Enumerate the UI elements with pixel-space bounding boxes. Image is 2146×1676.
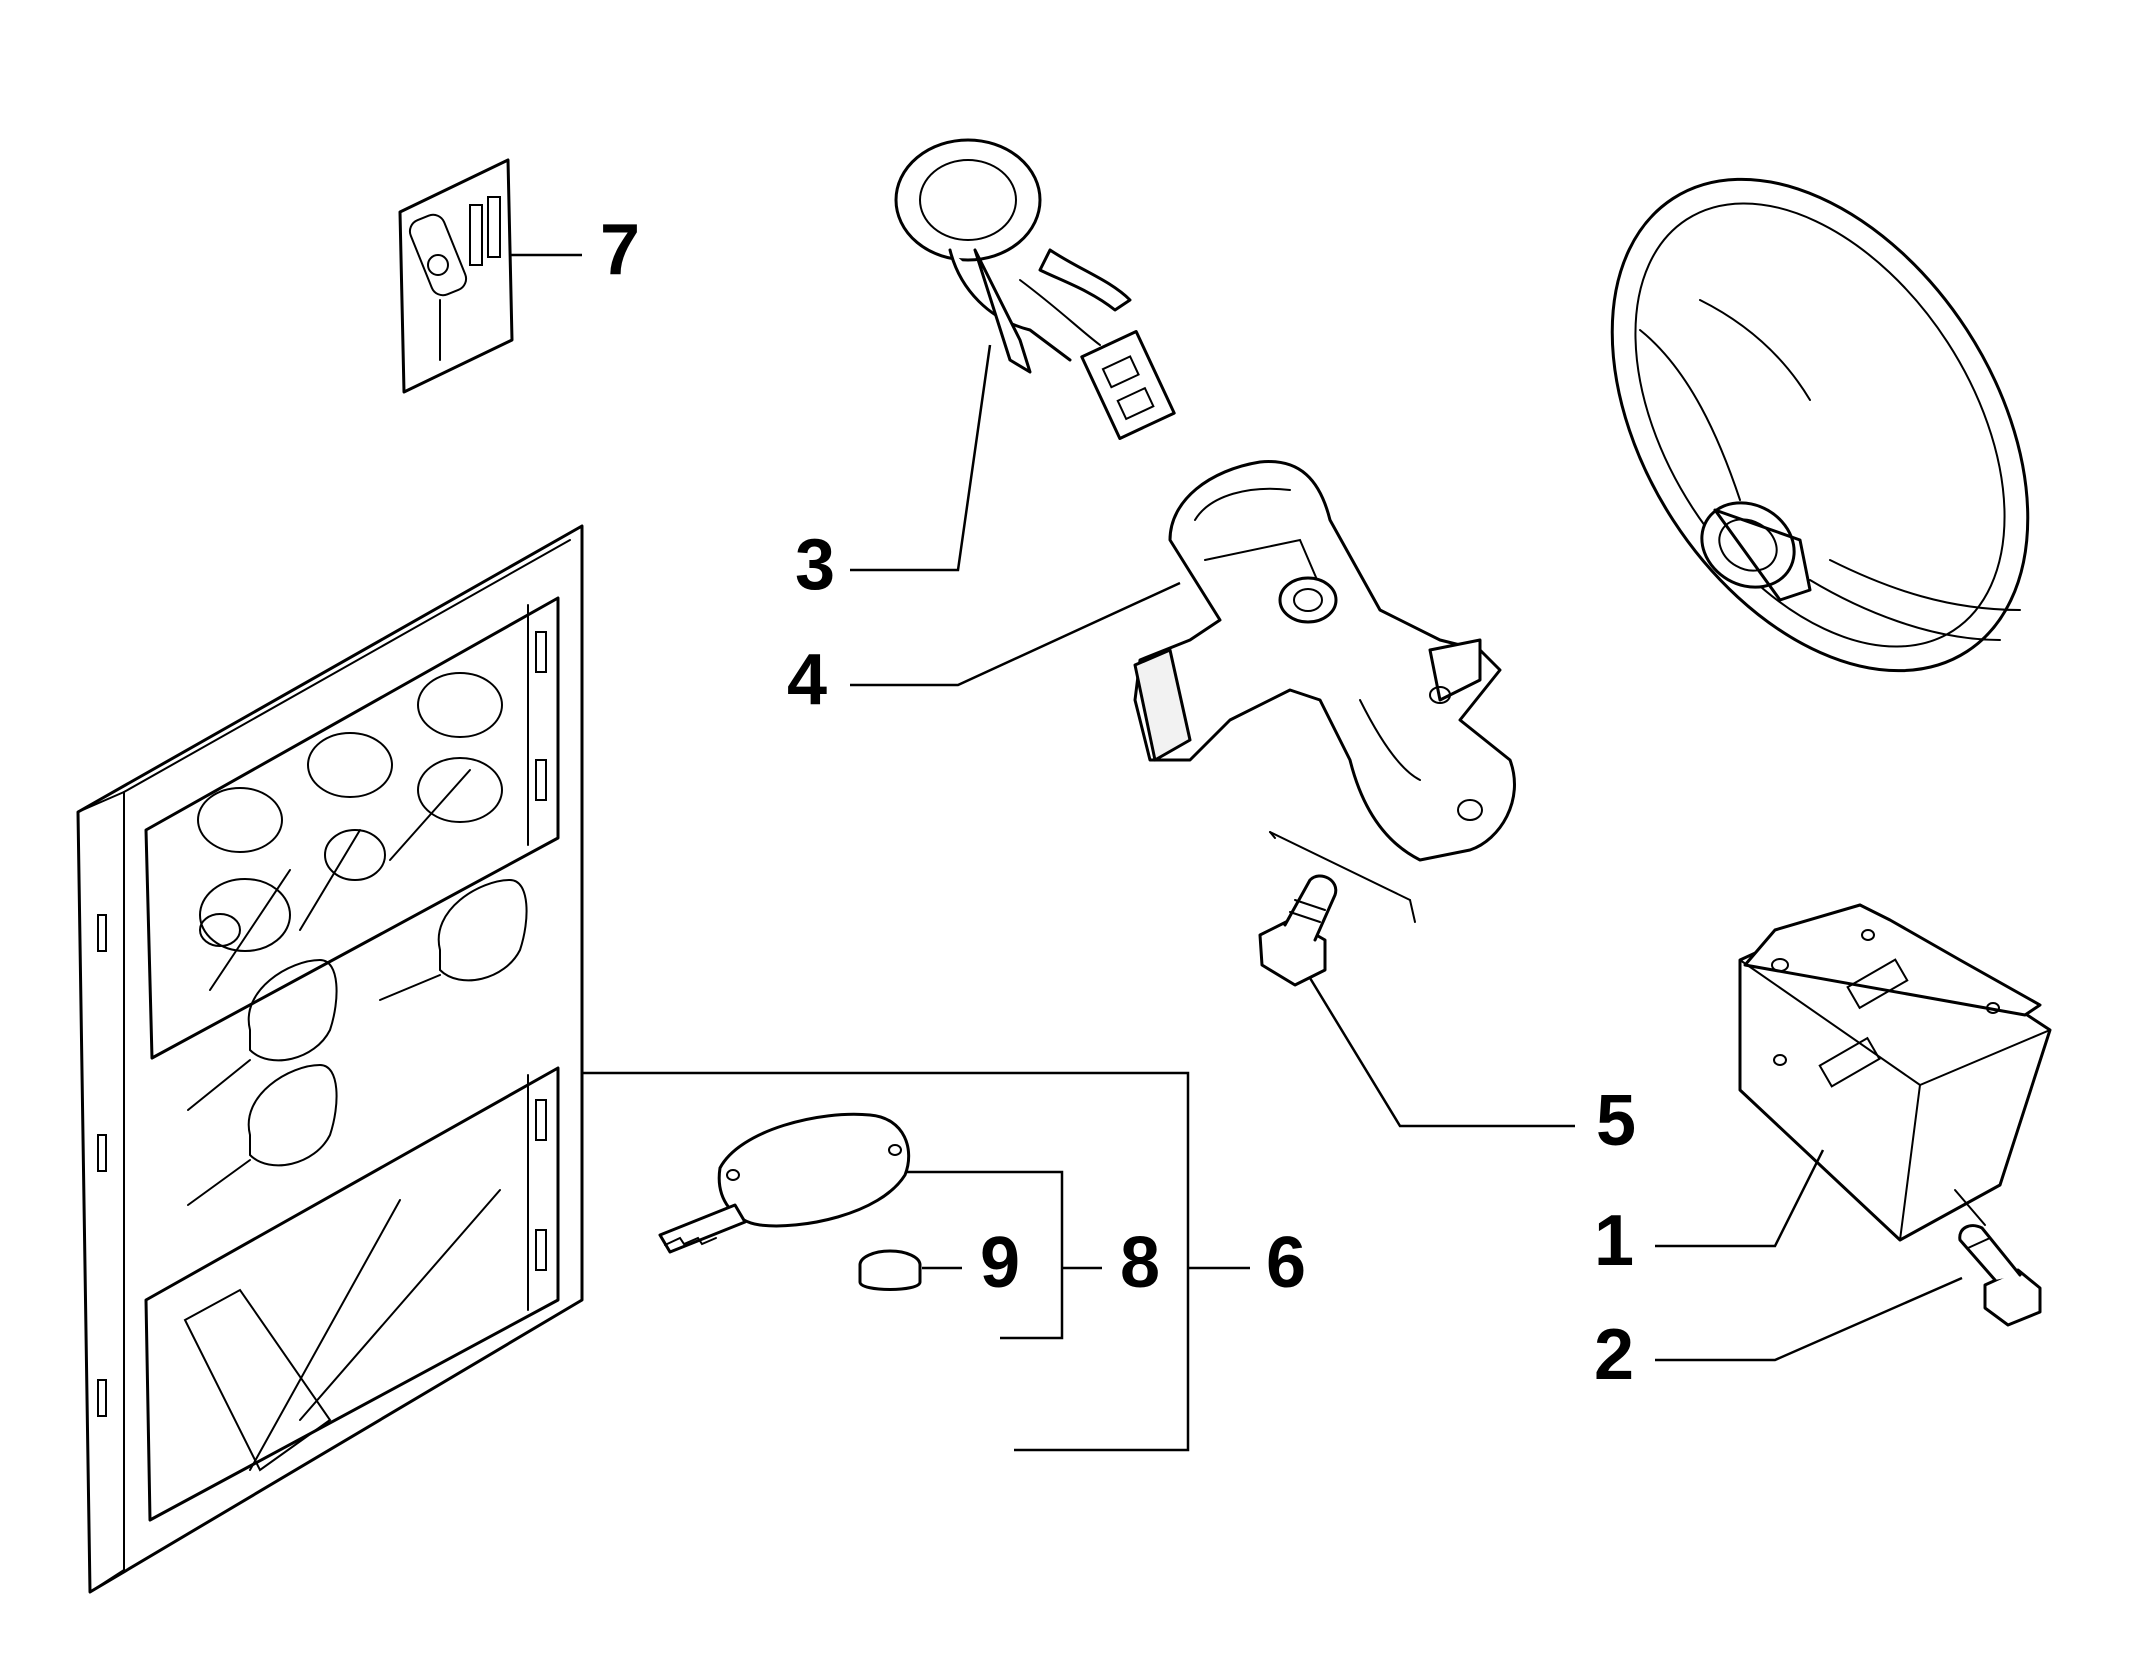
- leader-3: [850, 344, 992, 572]
- steering-wheel: [1610, 177, 2030, 673]
- leader-4: [850, 581, 1181, 687]
- callout-8: 8: [1120, 1223, 1160, 1303]
- part-1-control-module: [1738, 903, 2052, 1242]
- part-4-steering-lock: [1133, 460, 1516, 862]
- leader-lines: [510, 253, 1963, 1452]
- board-keys: [187, 878, 528, 1206]
- callout-3: 3: [795, 525, 835, 605]
- callout-5: 5: [1596, 1081, 1636, 1161]
- leader-2: [1655, 1276, 1963, 1362]
- callout-4: 4: [787, 640, 827, 720]
- part-3-ignition-ring: [894, 138, 1176, 440]
- leader-5: [1308, 977, 1575, 1128]
- callout-6: 6: [1266, 1223, 1306, 1303]
- leader-1: [1655, 1149, 1825, 1248]
- lock-cylinders: [197, 672, 503, 991]
- part-5-bolt: [1258, 831, 1416, 987]
- callout-9: 9: [980, 1223, 1020, 1303]
- callout-2: 2: [1594, 1315, 1634, 1395]
- leader-6-bracket: [582, 1071, 1190, 1452]
- part-7-label-card: [398, 158, 514, 394]
- part-8-key: [658, 1112, 911, 1254]
- part-6-service-kit-board: [76, 524, 584, 1594]
- part-2-screw: [1958, 1224, 2042, 1327]
- callout-labels: 1 2 3 4 5 6 7 8 9: [600, 210, 1636, 1395]
- part-9-battery: [858, 1249, 922, 1291]
- leader-8-bracket: [905, 1170, 1064, 1340]
- callout-7: 7: [600, 210, 640, 290]
- callout-1: 1: [1594, 1201, 1634, 1281]
